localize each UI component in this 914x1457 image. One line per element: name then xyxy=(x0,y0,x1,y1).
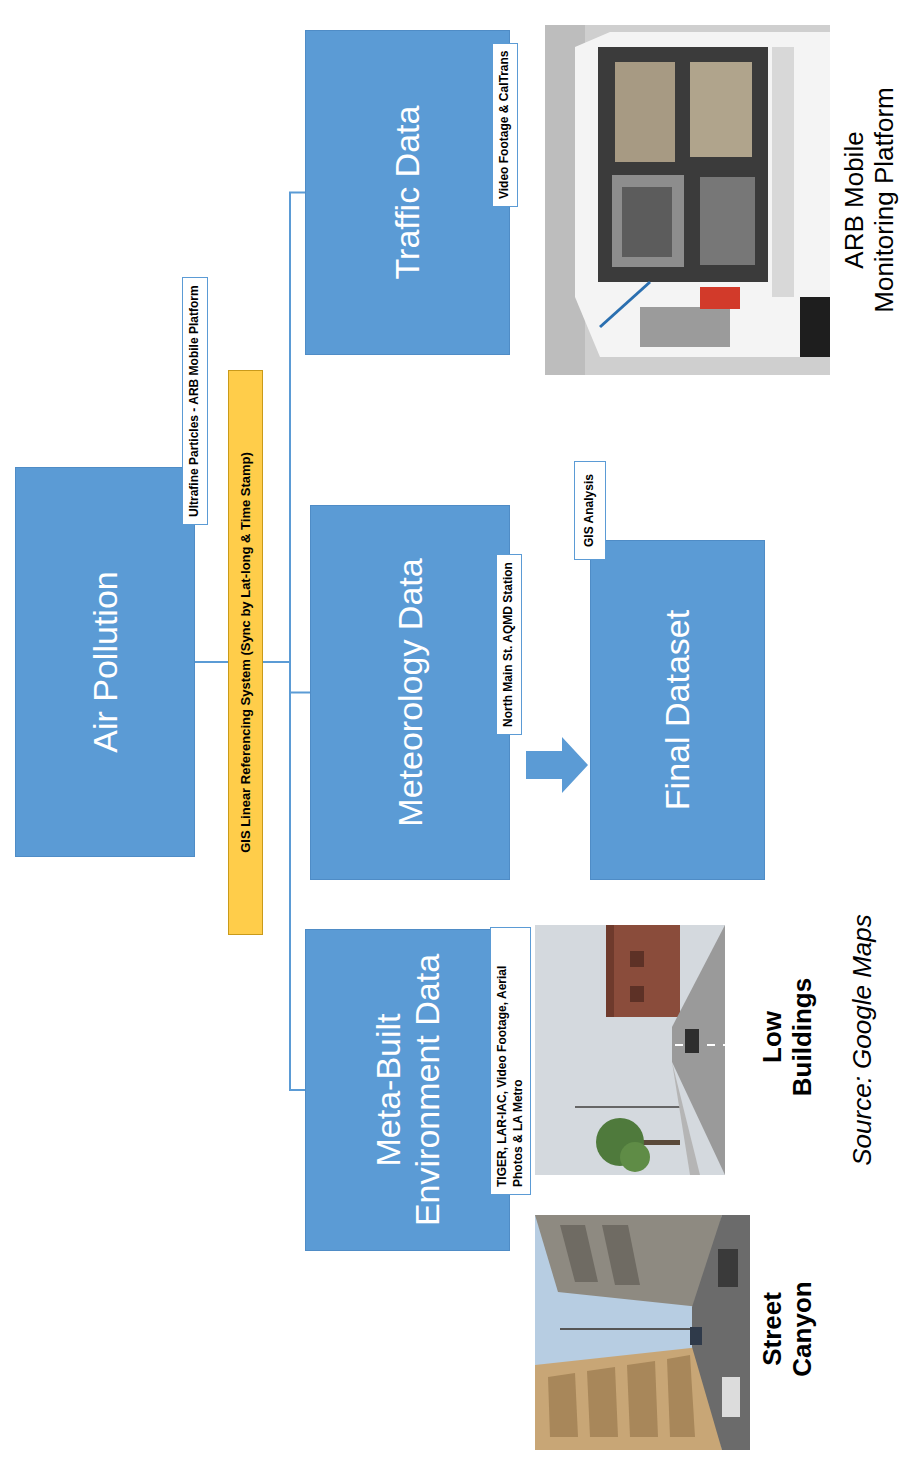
source-note: Source: Google Maps xyxy=(848,890,878,1190)
node-text: Meta-Built Environment Data xyxy=(369,940,445,1240)
photo-caption: ARB Mobile Monitoring Platform xyxy=(840,69,900,331)
node-text: GIS Linear Referencing System (Sync by L… xyxy=(238,452,253,853)
analysis-tag: GIS Analysis xyxy=(574,461,606,560)
result-box: Final Dataset xyxy=(590,540,765,880)
category-box: Meta-Built Environment Data xyxy=(305,929,510,1251)
node-text: GIS Analysis xyxy=(582,474,598,547)
node-text: Air Pollution xyxy=(86,571,124,752)
low-buildings-photo xyxy=(535,925,725,1175)
node-text: Meteorology Data xyxy=(391,558,429,826)
source-tag: North Main St. AQMD Station xyxy=(496,554,522,735)
photo-caption: Street Canyon xyxy=(758,1259,818,1399)
sync-band: GIS Linear Referencing System (Sync by L… xyxy=(228,370,263,935)
source-tag: TIGER, LAR-IAC, Video Footage, Aerial Ph… xyxy=(490,927,531,1195)
node-text: Video Footage & CalTrans xyxy=(497,51,513,199)
node-text: Ultrafine Particles - ARB Mobile Platfor… xyxy=(187,285,203,517)
source-tag: Ultrafine Particles - ARB Mobile Platfor… xyxy=(182,277,208,525)
source-tag: Video Footage & CalTrans xyxy=(492,43,518,207)
node-text: Final Dataset xyxy=(658,610,696,810)
block-arrow xyxy=(526,737,588,793)
street-canyon-photo xyxy=(535,1215,750,1450)
mobile-platform-photo xyxy=(545,25,830,375)
node-text: TIGER, LAR-IAC, Video Footage, Aerial Ph… xyxy=(495,935,526,1187)
category-box: Meteorology Data xyxy=(310,505,510,880)
category-box: Traffic Data xyxy=(305,30,510,355)
node-text: North Main St. AQMD Station xyxy=(501,562,517,727)
node-text: Traffic Data xyxy=(388,106,426,280)
category-box: Air Pollution xyxy=(15,467,195,857)
photo-caption: Low Buildings xyxy=(758,957,818,1117)
